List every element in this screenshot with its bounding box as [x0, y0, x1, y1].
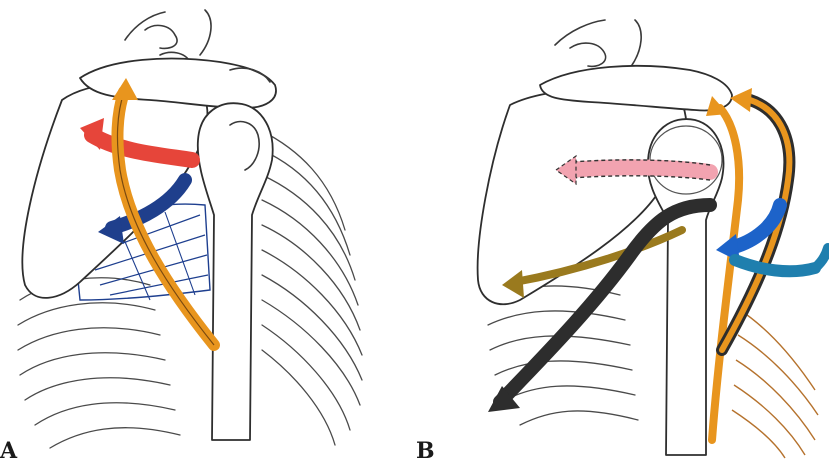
neck-outline-b — [555, 20, 641, 65]
panel-label-a: A — [0, 438, 17, 464]
panel-b: B — [410, 0, 829, 461]
shoulder-illustration-a — [0, 0, 400, 461]
panel-a: A — [0, 0, 400, 461]
arrow-teal — [735, 248, 828, 271]
shoulder-illustration-b — [410, 0, 829, 461]
vertebrae-outline-b — [570, 43, 606, 66]
ribcage-left — [18, 278, 180, 448]
vertebrae-outline — [145, 25, 190, 62]
panel-label-b: B — [416, 438, 435, 464]
ribcage-right-b — [732, 310, 818, 458]
ribcage-right — [260, 130, 362, 445]
